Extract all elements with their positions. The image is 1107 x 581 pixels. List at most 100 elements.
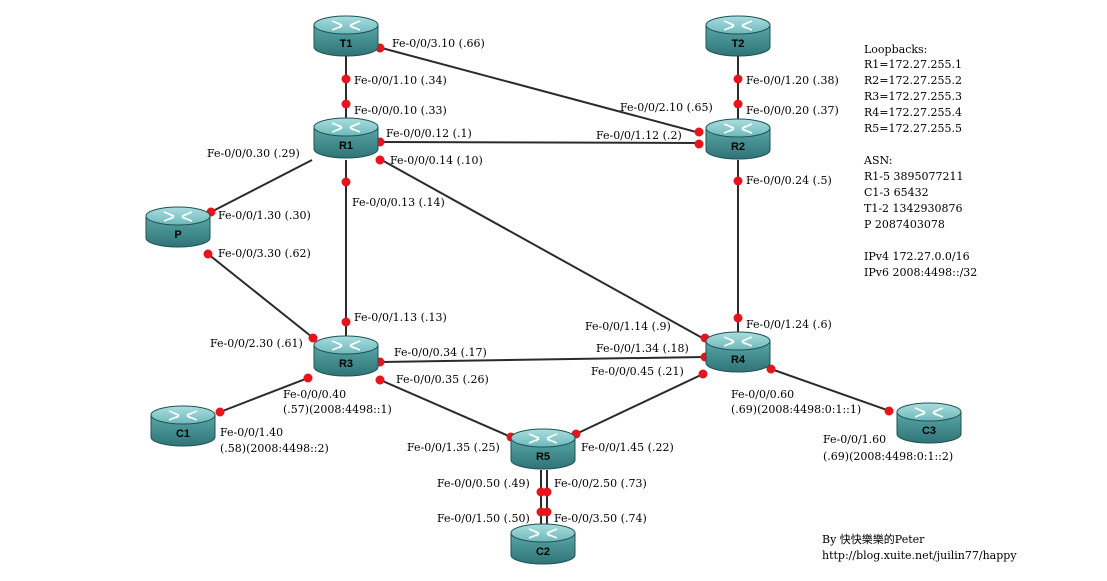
router-arrows-icon xyxy=(331,340,361,351)
router-r3-label: R3 xyxy=(339,358,353,370)
loopback-r1: R1=172.27.255.1 xyxy=(864,58,962,71)
label-r4-r3: Fe-0/0/1.34 (.18) xyxy=(596,342,689,355)
dot-p-r3 xyxy=(203,249,213,259)
label-r5-c2-2: Fe-0/0/2.50 (.73) xyxy=(554,477,647,490)
link-r3-r5 xyxy=(377,378,512,438)
link-p-r3 xyxy=(207,253,313,338)
label-r2-r4: Fe-0/0/0.24 (.5) xyxy=(746,174,832,187)
dot-r3-c1 xyxy=(303,373,313,383)
label-c3-r4-b: (.69)(2008:4498:0:1::2) xyxy=(823,450,953,463)
dot-r4-c3 xyxy=(766,364,776,374)
label-r3-p: Fe-0/0/2.30 (.61) xyxy=(210,337,303,350)
ipv6-range: IPv6 2008:4498::/32 xyxy=(864,266,977,279)
asn-t1-2: T1-2 1342930876 xyxy=(864,202,963,215)
label-r3-r4: Fe-0/0/0.34 (.17) xyxy=(394,346,487,359)
asn-r1-5: R1-5 3895077211 xyxy=(864,170,963,183)
asn-p: P 2087403078 xyxy=(864,218,945,231)
router-r2-label: R2 xyxy=(731,141,745,153)
router-p[interactable]: P xyxy=(145,206,211,248)
credit: By 快快樂樂的Peter http://blog.xuite.net/juil… xyxy=(822,532,1017,562)
router-r4[interactable]: R4 xyxy=(705,331,771,373)
label-t2-r2: Fe-0/0/1.20 (.38) xyxy=(746,74,839,87)
label-r3-r1: Fe-0/0/1.13 (.13) xyxy=(354,311,447,324)
label-r3-c1-a: Fe-0/0/0.40 xyxy=(283,388,346,401)
label-r4-r1: Fe-0/0/1.14 (.9) xyxy=(585,320,671,333)
dot-r2-r4 xyxy=(733,176,743,186)
label-c2-r5-2: Fe-0/0/3.50 (.74) xyxy=(554,512,647,525)
dot-r3-p xyxy=(308,333,318,343)
label-c1-r3-a: Fe-0/0/1.40 xyxy=(220,426,283,439)
links xyxy=(207,45,891,532)
router-p-label: P xyxy=(174,229,181,241)
label-t1-r1: Fe-0/0/1.10 (.34) xyxy=(354,74,447,87)
label-r2-t1: Fe-0/0/2.10 (.65) xyxy=(620,101,713,114)
router-c1[interactable]: C1 xyxy=(150,405,216,447)
label-t1-r2: Fe-0/0/3.10 (.66) xyxy=(392,37,485,50)
router-arrows-icon xyxy=(168,410,198,421)
label-r5-r4: Fe-0/0/1.45 (.22) xyxy=(581,441,674,454)
label-p-r3: Fe-0/0/3.30 (.62) xyxy=(218,247,311,260)
router-t1-label: T1 xyxy=(340,38,353,50)
router-r2[interactable]: R2 xyxy=(705,118,771,160)
label-r1-r3: Fe-0/0/0.13 (.14) xyxy=(352,196,445,209)
router-arrows-icon xyxy=(723,20,753,31)
dot-r3-r1 xyxy=(341,317,351,327)
router-r3[interactable]: R3 xyxy=(313,335,379,377)
label-r1-r4: Fe-0/0/0.14 (.10) xyxy=(390,154,483,167)
dot-c2-r5-b xyxy=(542,507,552,517)
loopback-r4: R4=172.27.255.4 xyxy=(864,106,962,119)
link-r4-c3 xyxy=(770,368,891,412)
label-r3-c1-b: (.57)(2008:4498::1) xyxy=(283,403,392,416)
router-c2[interactable]: C2 xyxy=(510,523,576,565)
router-r1[interactable]: R1 xyxy=(313,117,379,159)
label-r4-r5: Fe-0/0/0.45 (.21) xyxy=(591,365,684,378)
router-arrows-icon xyxy=(528,433,558,444)
router-t2[interactable]: T2 xyxy=(705,15,771,57)
credit-author: By 快快樂樂的Peter xyxy=(822,532,925,546)
router-t2-label: T2 xyxy=(732,38,745,50)
router-r1-label: R1 xyxy=(339,140,353,152)
router-arrows-icon xyxy=(528,528,558,539)
dot-t2-r2 xyxy=(733,74,743,84)
link-r1-p xyxy=(210,159,313,213)
dot-r4-r5 xyxy=(698,369,708,379)
router-arrows-icon xyxy=(163,211,193,222)
router-c3[interactable]: C3 xyxy=(896,402,962,444)
link-r1-r4 xyxy=(377,157,707,341)
dot-c3-r4 xyxy=(884,406,894,416)
label-p-r1: Fe-0/0/1.30 (.30) xyxy=(218,209,311,222)
dot-r3-r5 xyxy=(375,375,385,385)
router-c3-label: C3 xyxy=(922,425,936,437)
link-r1-r2 xyxy=(379,141,701,144)
loopback-r2: R2=172.27.255.2 xyxy=(864,74,962,87)
router-arrows-icon xyxy=(331,20,361,31)
dot-r5-c2-b xyxy=(542,487,552,497)
dot-r2-t2 xyxy=(733,99,743,109)
label-r3-r5: Fe-0/0/0.35 (.26) xyxy=(396,373,489,386)
link-r3-c1 xyxy=(219,377,309,413)
label-r1-r2: Fe-0/0/0.12 (.1) xyxy=(386,127,472,140)
label-c2-r5-1: Fe-0/0/1.50 (.50) xyxy=(437,512,530,525)
label-r5-c2-1: Fe-0/0/0.50 (.49) xyxy=(437,477,530,490)
link-r4-r5 xyxy=(575,373,704,435)
asn-c1-3: C1-3 65432 xyxy=(864,186,929,199)
dot-r4-r2 xyxy=(733,313,743,323)
label-r1-t1: Fe-0/0/0.10 (.33) xyxy=(354,104,447,117)
dot-r2-r1 xyxy=(694,139,704,149)
router-r5-label: R5 xyxy=(536,451,550,463)
router-t1[interactable]: T1 xyxy=(313,15,379,57)
label-r1-p: Fe-0/0/0.30 (.29) xyxy=(207,147,300,160)
label-r4-c3-b: (.69)(2008:4498:0:1::1) xyxy=(731,403,861,416)
info-panel: Loopbacks: R1=172.27.255.1 R2=172.27.255… xyxy=(863,43,977,279)
router-r5[interactable]: R5 xyxy=(510,428,576,470)
dot-r1-r3 xyxy=(341,177,351,187)
label-r2-t2: Fe-0/0/0.20 (.37) xyxy=(746,104,839,117)
loopbacks-title: Loopbacks: xyxy=(864,43,927,56)
label-r4-r2: Fe-0/0/1.24 (.6) xyxy=(746,318,832,331)
router-r4-label: R4 xyxy=(731,354,746,366)
loopback-r3: R3=172.27.255.3 xyxy=(864,90,962,103)
link-r3-r4 xyxy=(379,356,706,363)
router-arrows-icon xyxy=(914,407,944,418)
credit-url: http://blog.xuite.net/juilin77/happy xyxy=(822,549,1017,562)
loopback-r5: R5=172.27.255.5 xyxy=(864,122,962,135)
